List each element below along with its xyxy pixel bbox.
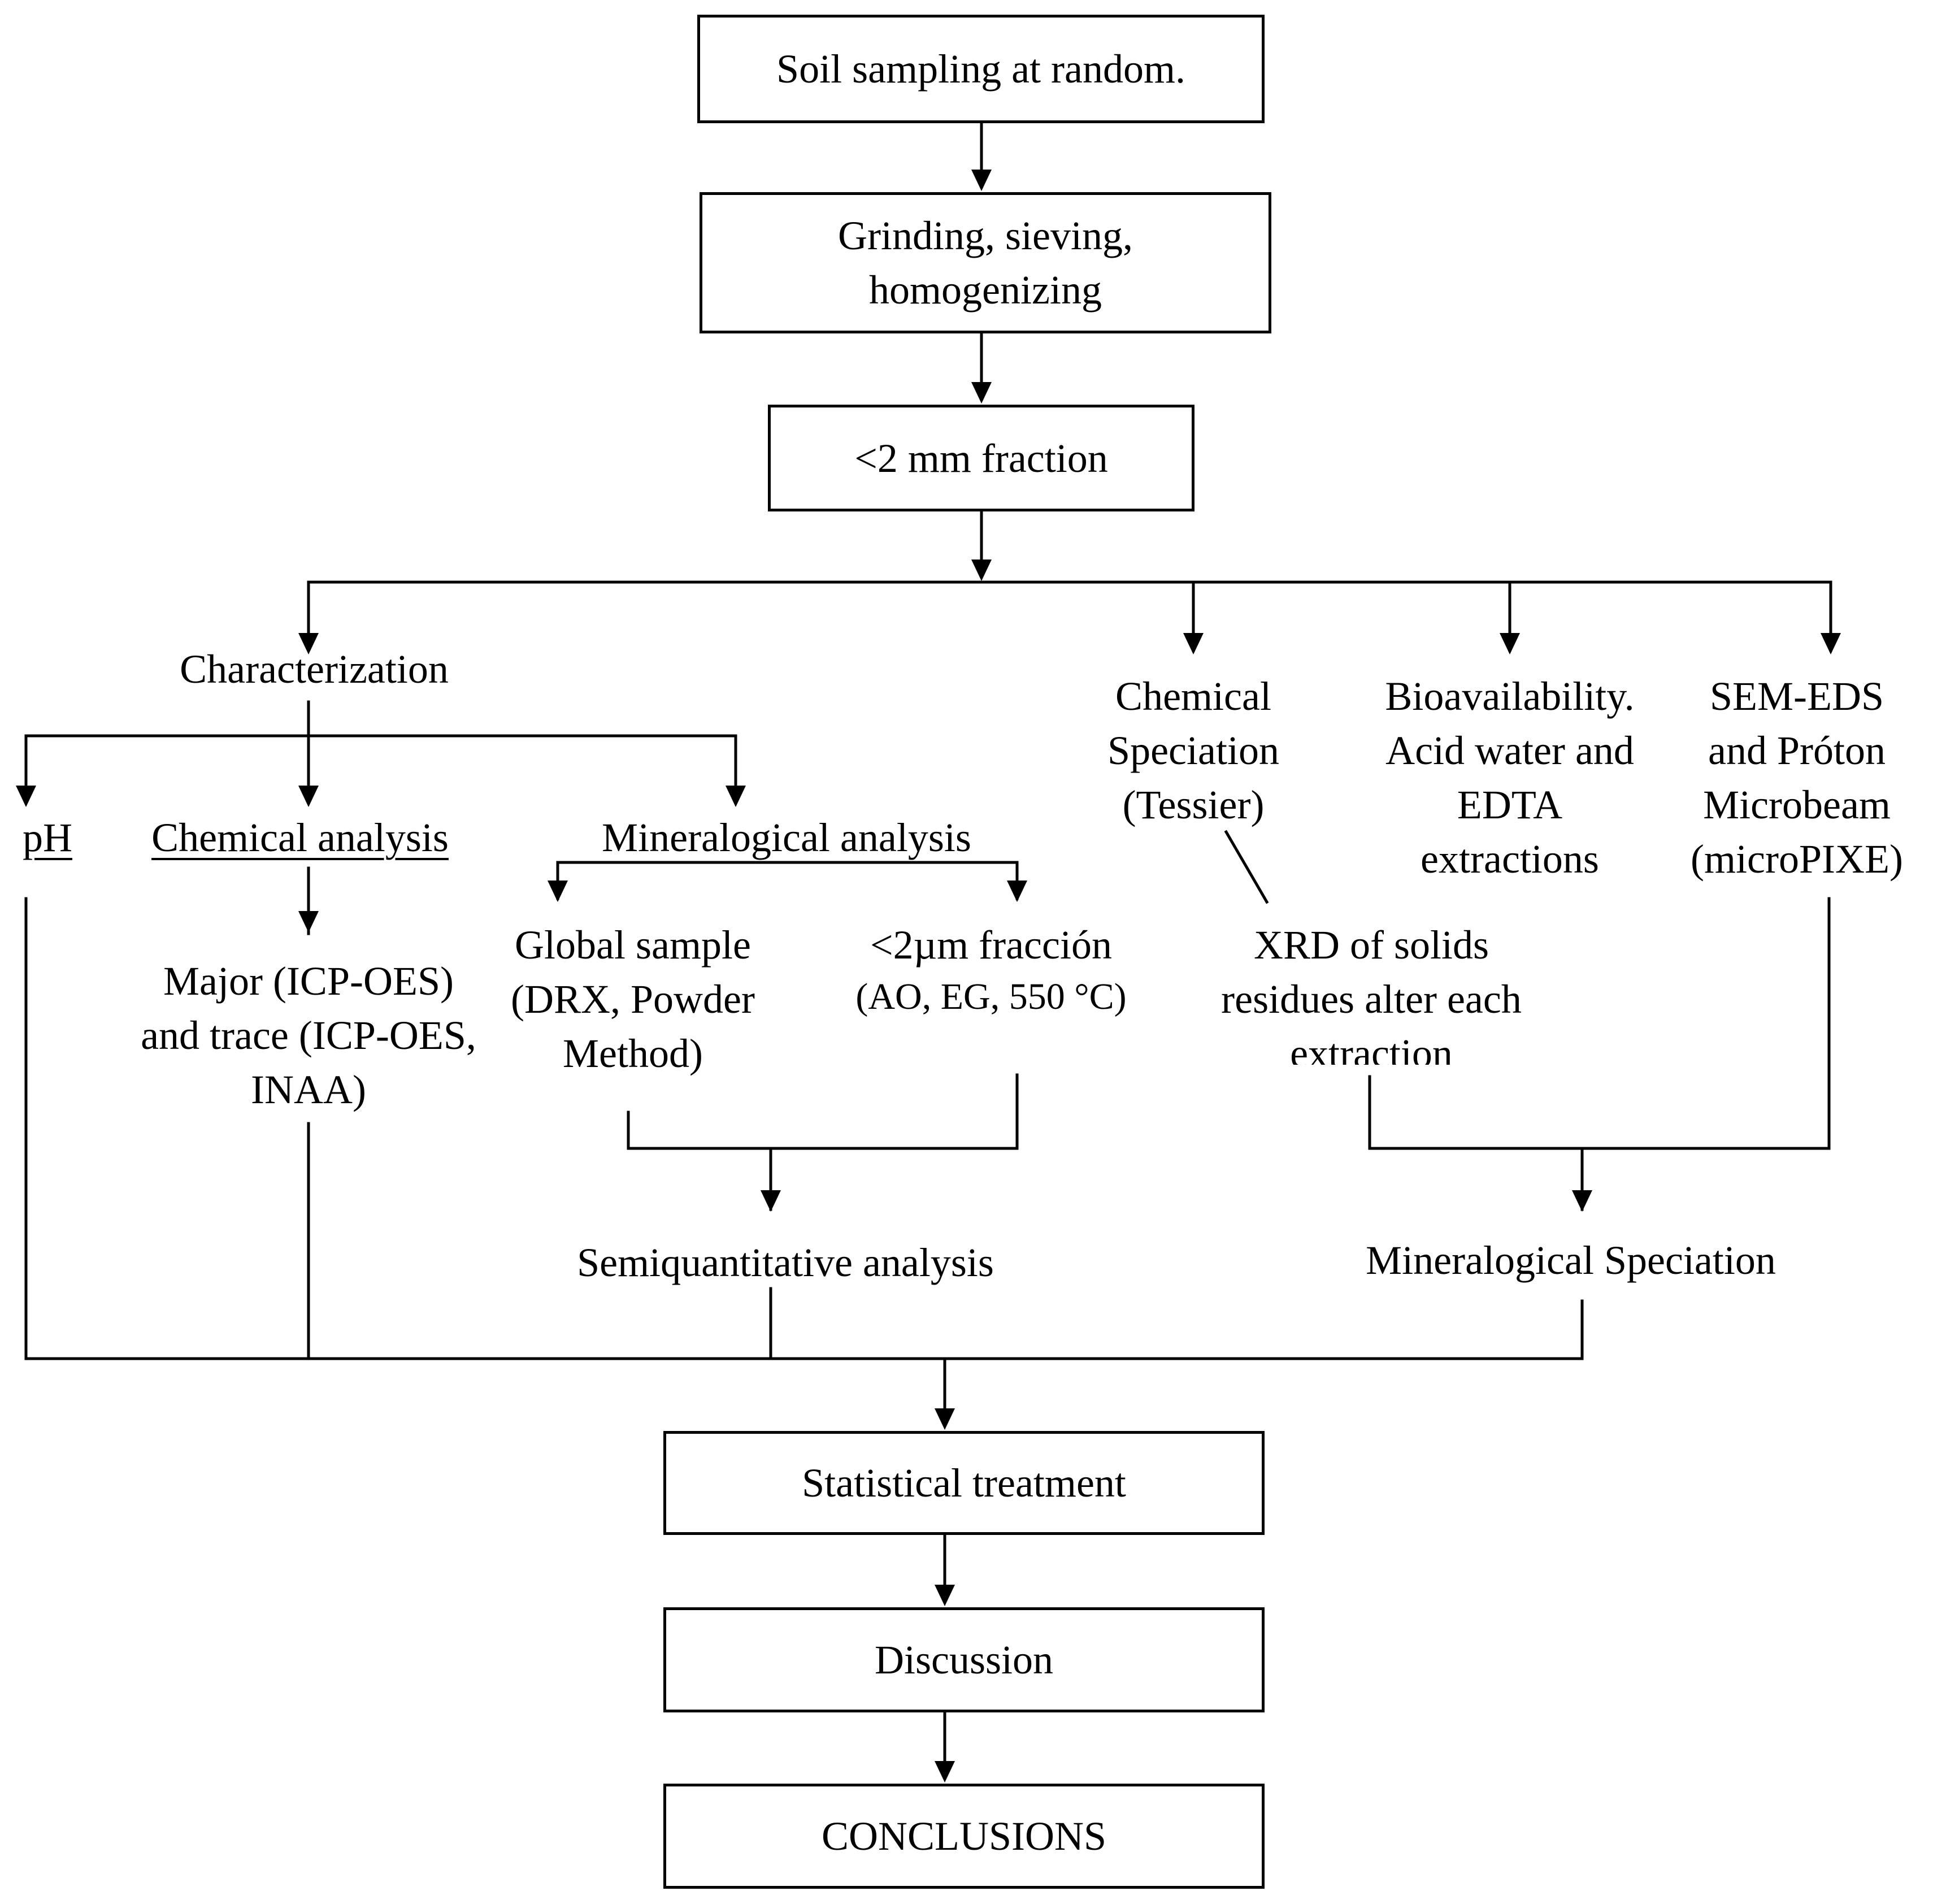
conclusions-label: CONCLUSIONS	[821, 1814, 1107, 1859]
node-2um-conditions: (AO, EG, 550 °C)	[855, 976, 1127, 1017]
arrowhead-conclusions	[935, 1761, 955, 1782]
discussion-label: Discussion	[874, 1637, 1054, 1682]
node-discussion: Discussion	[663, 1607, 1265, 1712]
node-conclusions: CONCLUSIONS	[663, 1784, 1265, 1889]
node-global-sample: Global sample (DRX, Powder Method)	[511, 922, 755, 1076]
grinding-label: Grinding, sieving, homogenizing	[838, 213, 1133, 313]
node-sem-eds: SEM-EDS and Próton Microbeam (microPIXE)	[1691, 674, 1903, 882]
arrowhead-sem-eds	[1821, 633, 1841, 654]
arrowhead-global-sample	[548, 881, 568, 902]
arrowhead-discussion	[935, 1585, 955, 1606]
bottom-merge	[24, 897, 1584, 1360]
arrowhead-bioavailability	[1500, 633, 1520, 654]
node-grinding: Grinding, sieving, homogenizing	[700, 192, 1271, 333]
node-soil-sampling: Soil sampling at random.	[697, 15, 1265, 123]
arrowhead-ph	[16, 786, 36, 807]
arrowhead-chemical-analysis	[298, 786, 319, 807]
node-statistical-treatment: Statistical treatment	[663, 1431, 1265, 1535]
arrowhead-statistical	[935, 1408, 955, 1430]
merge-to-mineralogical-speciation	[1368, 897, 1831, 1150]
arrowhead-split	[971, 560, 992, 581]
arrowhead-mineralogical	[726, 786, 746, 807]
node-chemical-analysis: Chemical analysis	[151, 815, 449, 860]
node-bioavailability: Bioavailability. Acid water and EDTA ext…	[1385, 674, 1635, 882]
node-mineralogical-analysis: Mineralogical analysis	[602, 815, 971, 860]
arrowhead-characterization	[298, 633, 319, 654]
node-fraction: <2 mm fraction	[768, 405, 1194, 511]
merge-to-semiquantitative	[627, 1073, 1019, 1150]
statistical-treatment-label: Statistical treatment	[802, 1460, 1126, 1506]
arrowhead-fraction	[971, 382, 992, 404]
node-xrd-solids: XRD of solids residues alter each extrac…	[1221, 922, 1522, 1065]
node-chemical-speciation: Chemical Speciation (Tessier)	[1107, 674, 1279, 827]
node-semiquantitative: Semiquantitative analysis	[577, 1240, 994, 1285]
node-mineralogical-speciation: Mineralogical Speciation	[1366, 1238, 1776, 1283]
arrowhead-major	[298, 911, 319, 933]
node-characterization: Characterization	[180, 647, 449, 692]
soil-sampling-label: Soil sampling at random.	[776, 46, 1185, 92]
tessier-to-xrd-line	[1224, 830, 1269, 904]
arrowhead-semiquantitative	[761, 1190, 781, 1212]
node-2um-fraccion: <2µm fracción	[870, 922, 1112, 968]
node-major-trace: Major (ICP-OES) and trace (ICP-OES, INAA…	[141, 958, 476, 1112]
arrowhead-2um	[1007, 881, 1027, 902]
node-ph: pH	[23, 815, 72, 860]
fraction-label: <2 mm fraction	[854, 435, 1108, 481]
arrowhead-mineralogical-speciation	[1572, 1190, 1592, 1212]
arrowhead-chemical-speciation	[1183, 633, 1204, 654]
arrowhead-grinding	[971, 170, 992, 191]
